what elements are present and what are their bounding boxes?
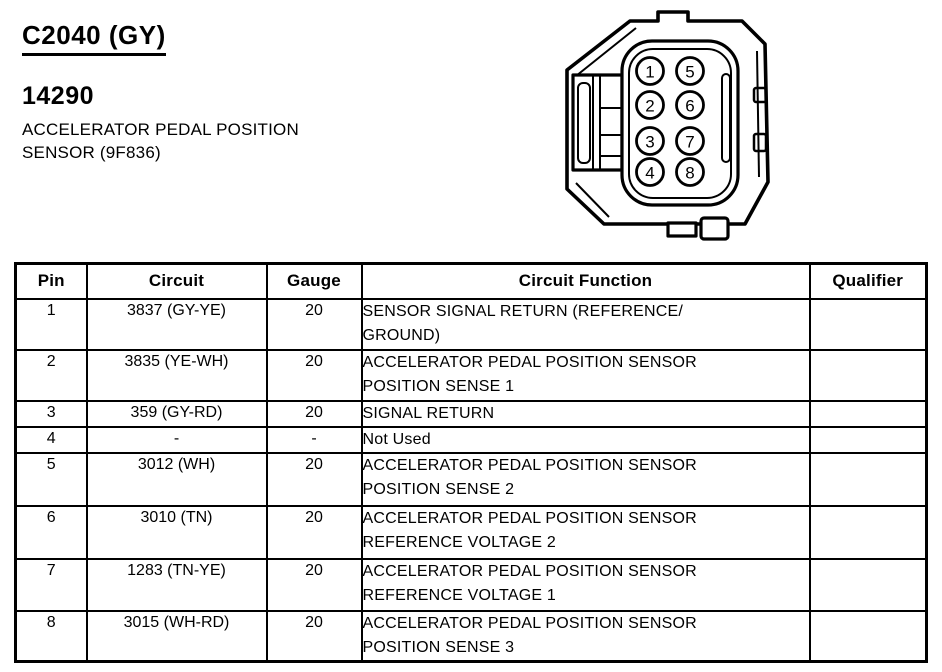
- qualifier-cell: [808, 609, 928, 662]
- circuit-cell: 359 (GY-RD): [85, 399, 268, 428]
- circuit-function-cell: SIGNAL RETURN: [360, 399, 811, 428]
- shell-inner-line-right: [756, 50, 760, 178]
- pin-number-label: 5: [685, 63, 694, 82]
- qualifier-cell: [808, 557, 928, 612]
- bottom-right-tab: [699, 216, 730, 241]
- column-header-pin: Pin: [14, 262, 88, 300]
- connector-id-title: C2040 (GY): [22, 20, 166, 56]
- table-header-row: Pin Circuit Gauge Circuit Function Quali…: [14, 262, 928, 300]
- circuit-function-cell: SENSOR SIGNAL RETURN (REFERENCE/ GROUND): [360, 297, 811, 351]
- gauge-cell: 20: [265, 609, 363, 662]
- column-header-circuit-function: Circuit Function: [360, 262, 811, 300]
- pin-number-label: 2: [645, 97, 654, 116]
- qualifier-cell: [808, 348, 928, 402]
- shell-inner-line-top-left: [575, 27, 637, 77]
- qualifier-cell: [808, 297, 928, 351]
- pin-cell: 4: [14, 425, 88, 454]
- pin-cell: 8: [14, 609, 88, 662]
- gauge-cell: 20: [265, 557, 363, 612]
- key-slot: [721, 73, 731, 163]
- connector-drawing: 1 2 3 4 5 6 7 8: [552, 6, 774, 249]
- shell-inner-line-bottom-left: [575, 182, 610, 218]
- connector-pin-2: 2: [635, 90, 665, 120]
- gauge-cell: 20: [265, 504, 363, 560]
- gauge-cell: -: [265, 425, 363, 454]
- pin-cavity-circle: [675, 126, 705, 156]
- column-header-qualifier: Qualifier: [808, 262, 928, 300]
- circuit-function-cell: ACCELERATOR PEDAL POSITION SENSOR REFERE…: [360, 557, 811, 612]
- connector-pin-3: 3: [635, 126, 665, 156]
- component-name: ACCELERATOR PEDAL POSITION SENSOR (9F836…: [22, 120, 299, 162]
- circuit-function-cell: Not Used: [360, 425, 811, 454]
- pin-cell: 6: [14, 504, 88, 560]
- gauge-cell: 20: [265, 297, 363, 351]
- pin-cell: 2: [14, 348, 88, 402]
- circuit-cell: 3835 (YE-WH): [85, 348, 268, 402]
- bottom-center-tab: [666, 221, 698, 238]
- circuit-cell: 3837 (GY-YE): [85, 297, 268, 351]
- pin-number-label: 4: [645, 164, 654, 183]
- pin-cavity-circle: [635, 126, 665, 156]
- table-row: 4--Not Used: [14, 425, 928, 454]
- pin-cell: 1: [14, 297, 88, 351]
- pin-cavity-circle: [675, 90, 705, 120]
- gauge-cell: 20: [265, 399, 363, 428]
- connector-pin-5: 5: [675, 56, 705, 86]
- gauge-cell: 20: [265, 348, 363, 402]
- circuit-cell: 1283 (TN-YE): [85, 557, 268, 612]
- pin-cell: 3: [14, 399, 88, 428]
- circuit-cell: 3010 (TN): [85, 504, 268, 560]
- qualifier-cell: [808, 504, 928, 560]
- doc-header: C2040 (GY) 14290 ACCELERATOR PEDAL POSIT…: [22, 20, 299, 164]
- connector-pin-1: 1: [635, 56, 665, 86]
- gauge-cell: 20: [265, 451, 363, 507]
- column-header-circuit: Circuit: [85, 262, 268, 300]
- pin-cavity-circle: [635, 56, 665, 86]
- connector-face-diagram: 1 2 3 4 5 6 7 8: [565, 10, 770, 241]
- qualifier-cell: [808, 451, 928, 507]
- circuit-function-cell: ACCELERATOR PEDAL POSITION SENSOR REFERE…: [360, 504, 811, 560]
- pin-cavity-circle: [675, 157, 705, 187]
- connector-pin-4: 4: [635, 157, 665, 187]
- pin-number-label: 3: [645, 133, 654, 152]
- pin-cavity-circle: [635, 90, 665, 120]
- pin-cavity-circle: [675, 56, 705, 86]
- circuit-cell: 3015 (WH-RD): [85, 609, 268, 662]
- pin-cell: 5: [14, 451, 88, 507]
- pin-number-label: 7: [685, 133, 694, 152]
- circuit-function-cell: ACCELERATOR PEDAL POSITION SENSOR POSITI…: [360, 609, 811, 662]
- pin-number-label: 1: [645, 63, 654, 82]
- circuit-cell: -: [85, 425, 268, 454]
- connector-pin-8: 8: [675, 157, 705, 187]
- pin-number-label: 8: [685, 164, 694, 183]
- circuit-cell: 3012 (WH): [85, 451, 268, 507]
- pin-cell: 7: [14, 557, 88, 612]
- right-slot-upper: [752, 86, 768, 104]
- circuit-function-cell: ACCELERATOR PEDAL POSITION SENSOR POSITI…: [360, 348, 811, 402]
- pin-cavity-circle: [635, 157, 665, 187]
- qualifier-cell: [808, 425, 928, 454]
- part-number: 14290: [22, 82, 95, 110]
- circuit-function-cell: ACCELERATOR PEDAL POSITION SENSOR POSITI…: [360, 451, 811, 507]
- connector-pin-7: 7: [675, 126, 705, 156]
- pin-number-label: 6: [685, 97, 694, 116]
- qualifier-cell: [808, 399, 928, 428]
- right-slot-lower: [752, 132, 768, 153]
- pinout-table: Pin Circuit Gauge Circuit Function Quali…: [14, 262, 928, 663]
- connector-pin-6: 6: [675, 90, 705, 120]
- connector-latch: [571, 73, 624, 172]
- column-header-gauge: Gauge: [265, 262, 363, 300]
